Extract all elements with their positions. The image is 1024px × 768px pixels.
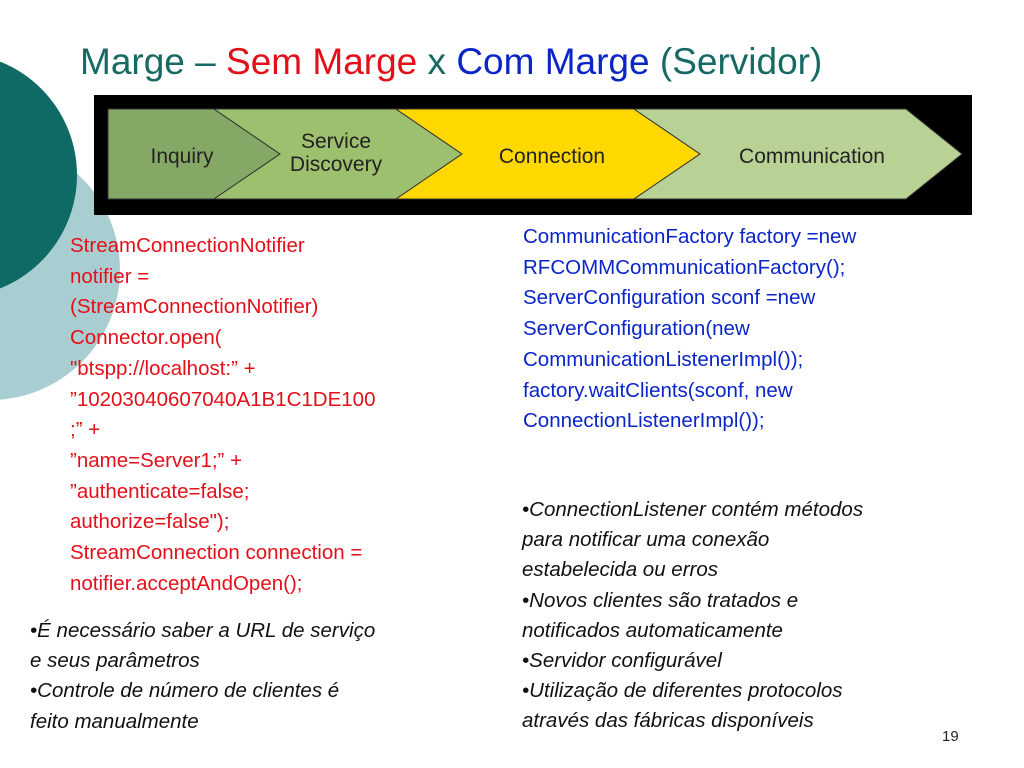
code-com-marge: CommunicationFactory factory =new RFCOMM… — [523, 222, 1013, 437]
code-line: CommunicationFactory factory =new — [523, 225, 857, 248]
code-line: StreamConnection connection = — [70, 541, 363, 565]
code-line: RFCOMMCommunicationFactory(); — [523, 255, 846, 279]
note-line: e seus parâmetros — [30, 649, 200, 673]
note-line: •ConnectionListener contém métodos — [522, 498, 864, 521]
code-line: Connector.open( — [70, 326, 222, 350]
code-line: "btspp://localhost:” + — [70, 356, 256, 380]
title-servidor: (Servidor) — [649, 41, 823, 82]
note-line: •Novos clientes são tratados e — [522, 588, 799, 612]
code-line: CommunicationListenerImpl()); — [523, 347, 804, 371]
note-line: •É necessário saber a URL de serviço — [30, 619, 376, 642]
label-service: Service — [301, 130, 371, 153]
code-line: (StreamConnectionNotifier) — [70, 295, 319, 319]
code-line: ServerConfiguration(new — [523, 317, 750, 341]
code-line: notifier.acceptAndOpen(); — [70, 571, 303, 595]
note-line: feito manualmente — [30, 709, 199, 733]
code-line: ”name=Server1;” + — [70, 448, 243, 472]
code-line: ConnectionListenerImpl()); — [523, 409, 765, 433]
code-line: notifier = — [70, 264, 150, 288]
title-prefix: Marge – — [80, 41, 227, 82]
label-connection: Connection — [499, 145, 605, 168]
title-sem-marge: Sem Marge — [226, 41, 418, 82]
code-line: authorize=false"); — [70, 510, 230, 534]
code-sem-marge: StreamConnectionNotifier notifier = (Str… — [70, 231, 510, 599]
title-x: x — [417, 41, 457, 82]
code-line: factory.waitClients(sconf, new — [523, 378, 793, 402]
code-line: ServerConfiguration sconf =new — [523, 286, 816, 310]
process-arrows: Inquiry Service Discovery Connection Com… — [94, 95, 972, 215]
notes-sem-marge: •É necessário saber a URL de serviço e s… — [30, 616, 520, 737]
note-line: •Servidor configurável — [522, 649, 722, 673]
note-line: notificados automaticamente — [522, 618, 783, 642]
label-inquiry: Inquiry — [150, 145, 214, 168]
slide-title: Marge – Sem Marge x Com Marge (Servidor) — [80, 41, 823, 83]
code-line: ”authenticate=false; — [70, 479, 250, 503]
notes-com-marge: •ConnectionListener contém métodos para … — [522, 495, 1017, 737]
note-line: •Controle de número de clientes é — [30, 679, 340, 703]
note-line: através das fábricas disponíveis — [522, 709, 814, 733]
code-line: StreamConnectionNotifier — [70, 234, 305, 257]
note-line: para notificar uma conexão — [522, 528, 770, 552]
label-communication: Communication — [739, 145, 885, 168]
title-com-marge: Com Marge — [456, 41, 650, 82]
page-number: 19 — [942, 728, 959, 745]
note-line: •Utilização de diferentes protocolos — [522, 679, 843, 703]
code-line: ;” + — [70, 418, 101, 442]
dark-circle — [0, 61, 77, 289]
note-line: estabelecida ou erros — [522, 558, 719, 582]
process-banner: Inquiry Service Discovery Connection Com… — [94, 95, 972, 215]
code-line: ”10203040607040A1B1C1DE100 — [70, 387, 376, 411]
decorative-circles — [0, 61, 120, 400]
stage-communication — [632, 108, 963, 200]
label-discovery: Discovery — [290, 153, 383, 176]
